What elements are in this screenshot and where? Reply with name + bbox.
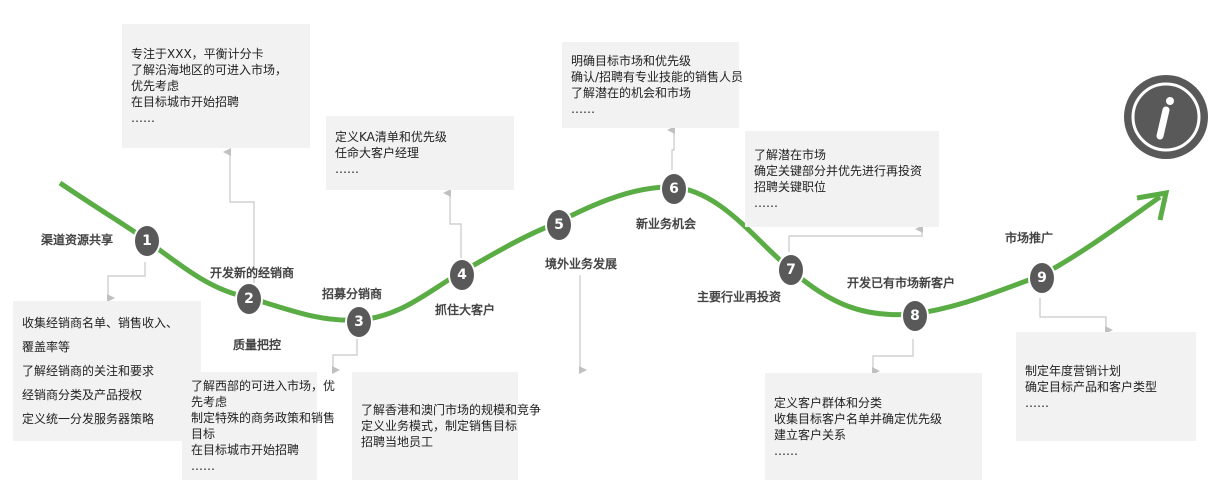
info-icon bbox=[1124, 75, 1208, 159]
stage-node-9: 9 bbox=[1028, 261, 1056, 295]
box-line: 收集目标客户名单并确定优先级 bbox=[774, 411, 943, 426]
box-line: 了解经销商的关注和要求 bbox=[22, 364, 155, 378]
box-line: …… bbox=[1025, 395, 1049, 410]
stage-title-7: 主要行业再投资 bbox=[697, 290, 782, 304]
box-line: …… bbox=[335, 162, 359, 176]
stage-title-5: 境外业务发展 bbox=[545, 257, 618, 271]
box-line: 定义KA清单和优先级 bbox=[335, 130, 447, 144]
box-line: 定义客户群体和分类 bbox=[774, 395, 883, 410]
connector-4 bbox=[443, 189, 462, 258]
box-line: 制定年度营销计划 bbox=[1025, 363, 1122, 378]
box-line: …… bbox=[191, 459, 215, 473]
stage-node-5: 5 bbox=[545, 208, 573, 242]
box-line: 了解西部的可进入市场，优 bbox=[191, 379, 336, 393]
arrow-head-icon bbox=[1136, 189, 1170, 221]
box-line: 建立客户关系 bbox=[774, 427, 847, 442]
box-line: 在目标城市开始招聘 bbox=[191, 443, 300, 457]
box-line: 确认/招聘有专业技能的销售人员 bbox=[571, 70, 744, 84]
box-line: 了解香港和澳门市场的规模和竞争 bbox=[361, 403, 542, 417]
box-stage-1: 收集经销商名单、销售收入、覆盖率等了解经销商的关注和要求经销商分类及产品授权定义… bbox=[13, 301, 201, 441]
box-stage-3: 了解西部的可进入市场，优先考虑制定特殊的商务政策和销售目标在目标城市开始招聘 …… bbox=[182, 372, 336, 480]
box-line: 覆盖率等 bbox=[22, 340, 71, 354]
stage-node-6: 6 bbox=[660, 172, 688, 206]
stage-title-9: 市场推广 bbox=[1005, 231, 1054, 245]
stage-title-1: 渠道资源共享 bbox=[41, 233, 114, 247]
connector-9 bbox=[1039, 298, 1113, 334]
connector-3 bbox=[332, 336, 358, 374]
stage-title-4: 抓住大客户 bbox=[435, 303, 496, 317]
stage-node-7: 7 bbox=[777, 253, 805, 287]
box-stage-6: 明确目标市场和优先级确认/招聘有专业技能的销售人员了解潜在的机会和市场 …… bbox=[562, 42, 744, 128]
box-stage-2: 专注于XXX，平衡计分卡了解沿海地区的可进入市场， 优先考虑在目标城市开始招聘 …… bbox=[122, 24, 310, 148]
connector-6 bbox=[667, 126, 675, 170]
box-line: 明确目标市场和优先级 bbox=[571, 54, 692, 68]
box-line: 了解潜在市场 bbox=[754, 148, 827, 162]
box-line: 先考虑 bbox=[191, 395, 228, 409]
box-line: 定义统一分发服务器策略 bbox=[22, 412, 155, 426]
box-line: 招聘当地员工 bbox=[361, 435, 434, 449]
box-line: 制定特殊的商务政策和销售 bbox=[191, 411, 336, 425]
box-stage-8: 定义客户群体和分类收集目标客户名单并确定优先级建立客户关系…… bbox=[765, 373, 982, 480]
connector-8 bbox=[872, 339, 914, 375]
box-line: …… bbox=[571, 102, 595, 116]
box-line: 任命大客户经理 bbox=[335, 146, 420, 160]
box-stage-5: 了解香港和澳门市场的规模和竞争定义业务模式，制定销售目标招聘当地员工 bbox=[352, 372, 542, 480]
box-line: 定义业务模式，制定销售目标 bbox=[361, 419, 518, 433]
connector-1 bbox=[107, 262, 146, 302]
box-line: …… bbox=[774, 443, 798, 458]
stage-subtitle-2: 质量把控 bbox=[233, 338, 282, 352]
box-line: 确定关键部分并优先进行再投资 bbox=[754, 164, 923, 178]
box-line: 专注于XXX，平衡计分卡 bbox=[131, 47, 264, 61]
stage-node-3: 3 bbox=[345, 305, 373, 339]
stage-title-8: 开发已有市场新客户 bbox=[847, 276, 956, 290]
stage-title-2: 开发新的经销商 bbox=[210, 266, 295, 280]
box-stage-4: 定义KA清单和优先级任命大客户经理 …… bbox=[326, 116, 514, 190]
box-line: …… bbox=[754, 196, 778, 210]
stage-title-6: 新业务机会 bbox=[636, 217, 697, 231]
connector-2 bbox=[223, 148, 255, 285]
box-line: 招聘关键职位 bbox=[754, 180, 827, 194]
box-line: …… bbox=[131, 111, 155, 125]
box-line: 确定目标产品和客户类型 bbox=[1025, 379, 1158, 394]
box-line: 了解潜在的机会和市场 bbox=[571, 86, 692, 100]
stage-node-4: 4 bbox=[448, 258, 476, 292]
box-stage-7: 了解潜在市场确定关键部分并优先进行再投资招聘关键职位 …… bbox=[745, 131, 939, 227]
box-line: 在目标城市开始招聘 bbox=[131, 95, 240, 109]
progress-curve bbox=[58, 180, 1162, 323]
box-line: 了解沿海地区的可进入市场， bbox=[131, 63, 288, 77]
stage-title-3: 招募分销商 bbox=[322, 287, 383, 301]
box-line: 经销商分类及产品授权 bbox=[22, 388, 143, 402]
stage-node-2: 2 bbox=[235, 282, 263, 316]
stage-node-8: 8 bbox=[901, 299, 929, 333]
box-line: 收集经销商名单、销售收入、 bbox=[22, 316, 179, 330]
box-line: 优先考虑 bbox=[131, 79, 180, 93]
stage-node-1: 1 bbox=[133, 224, 161, 258]
connector-7 bbox=[788, 225, 923, 252]
box-stage-9: 制定年度营销计划确定目标产品和客户类型…… bbox=[1016, 332, 1196, 441]
box-line: 目标 bbox=[191, 427, 216, 441]
